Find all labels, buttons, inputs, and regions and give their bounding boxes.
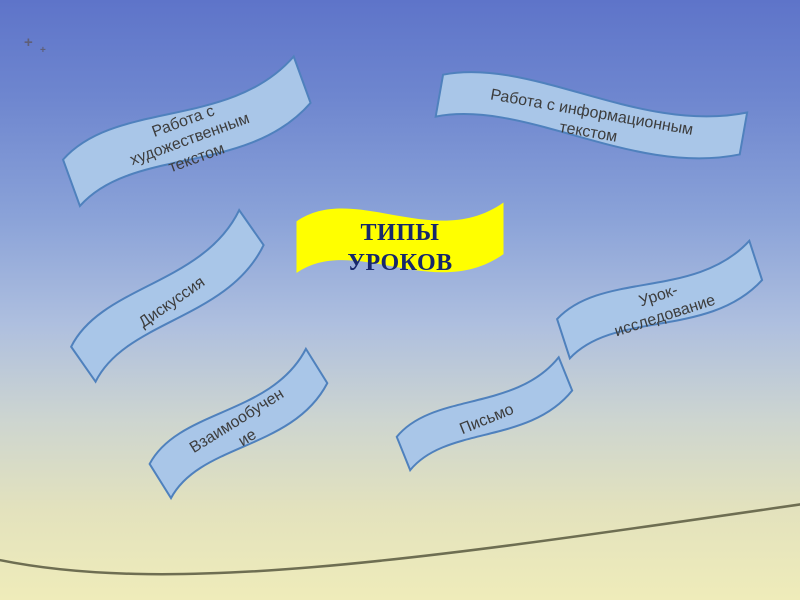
center-banner-label: ТИПЫ УРОКОВ (347, 219, 453, 276)
banner-work-literary-text: Работа с художественным текстом (40, 40, 341, 239)
center-banner-lesson-types: ТИПЫ УРОКОВ (285, 190, 515, 305)
wave-shape (296, 202, 504, 273)
banner-lesson-research: Урок- исследование (538, 228, 785, 387)
wave-shape (414, 46, 765, 199)
wave-shape (46, 195, 297, 410)
sparkle-icon: + (40, 45, 46, 56)
banner-writing: Письмо (379, 345, 594, 494)
wave-shape (538, 228, 785, 387)
wave-shape (127, 335, 357, 525)
banner-discussion: Дискуссия (46, 195, 297, 410)
sparkle-icon: + (24, 34, 33, 51)
wave-shape (379, 345, 594, 494)
wave-shape (40, 40, 341, 239)
banner-mutual-learning: Взаимообучен ие (127, 335, 357, 525)
banner-work-informational-text: Работа с информационным текстом (414, 46, 765, 199)
